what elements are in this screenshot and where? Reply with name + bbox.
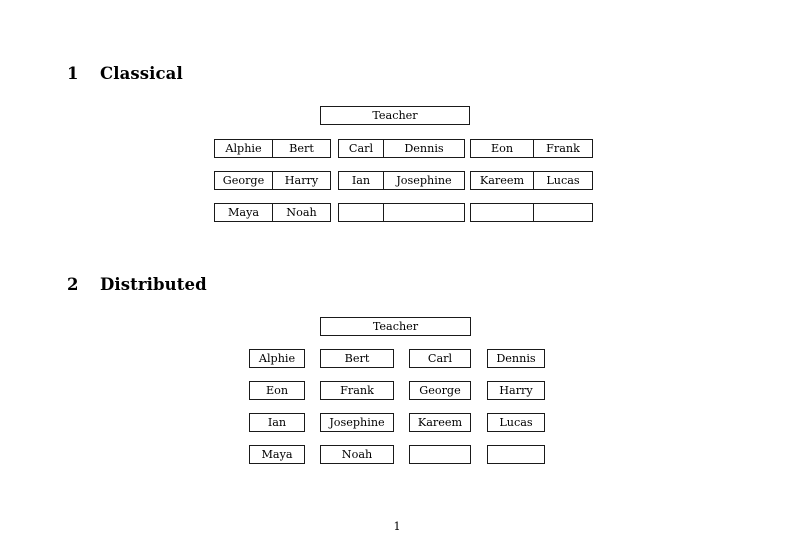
distributed-col-2-row-2: Frank <box>320 381 394 400</box>
student-cell: Frank <box>533 139 593 158</box>
table-row: Alphie <box>249 349 305 368</box>
table-row: Bert <box>320 349 394 368</box>
section-number: 2 <box>67 275 79 294</box>
distributed-col-1-row-1: Alphie <box>249 349 305 368</box>
page-number: 1 <box>393 520 401 533</box>
student-cell-empty <box>533 203 593 222</box>
table-row: Noah <box>320 445 394 464</box>
student-cell-empty <box>487 445 545 464</box>
table-row: George <box>409 381 471 400</box>
student-cell: Maya <box>249 445 305 464</box>
table-row: Carl Dennis <box>338 139 465 158</box>
student-cell: Eon <box>470 139 534 158</box>
table-row: Harry <box>487 381 545 400</box>
table-row: Josephine <box>320 413 394 432</box>
table-row: Eon <box>249 381 305 400</box>
student-cell: Dennis <box>487 349 545 368</box>
student-cell: Kareem <box>409 413 471 432</box>
student-cell-empty <box>470 203 534 222</box>
distributed-col-1-row-3: Ian <box>249 413 305 432</box>
table-row: Kareem <box>409 413 471 432</box>
student-cell: George <box>214 171 273 190</box>
student-cell: Ian <box>249 413 305 432</box>
table-row <box>338 203 465 222</box>
student-cell-empty <box>409 445 471 464</box>
classical-group-1-row-1: Alphie Bert <box>214 139 331 158</box>
student-cell: Noah <box>272 203 331 222</box>
student-cell: Noah <box>320 445 394 464</box>
student-cell: George <box>409 381 471 400</box>
student-cell-empty <box>338 203 384 222</box>
section-title: Classical <box>100 64 183 83</box>
section-heading-distributed: 2 Distributed <box>67 275 207 294</box>
classical-group-2-row-2: Ian Josephine <box>338 171 465 190</box>
table-row: Ian Josephine <box>338 171 465 190</box>
student-cell: Carl <box>409 349 471 368</box>
student-cell: Carl <box>338 139 384 158</box>
teacher-cell: Teacher <box>320 317 471 336</box>
table-row: Frank <box>320 381 394 400</box>
distributed-col-4-row-4 <box>487 445 545 464</box>
table-row <box>470 203 593 222</box>
student-cell: Harry <box>487 381 545 400</box>
table-row: Teacher <box>320 106 470 125</box>
distributed-col-2-row-1: Bert <box>320 349 394 368</box>
classical-group-1-row-2: George Harry <box>214 171 331 190</box>
distributed-col-4-row-1: Dennis <box>487 349 545 368</box>
student-cell: Eon <box>249 381 305 400</box>
table-row: Alphie Bert <box>214 139 331 158</box>
table-row: George Harry <box>214 171 331 190</box>
student-cell: Josephine <box>320 413 394 432</box>
distributed-col-2-row-4: Noah <box>320 445 394 464</box>
student-cell: Dennis <box>383 139 465 158</box>
table-row: Lucas <box>487 413 545 432</box>
teacher-cell: Teacher <box>320 106 470 125</box>
section-title: Distributed <box>100 275 207 294</box>
student-cell: Alphie <box>249 349 305 368</box>
classical-group-3-row-3 <box>470 203 593 222</box>
section-heading-classical: 1 Classical <box>67 64 183 83</box>
distributed-teacher-box: Teacher <box>320 317 471 336</box>
student-cell: Bert <box>272 139 331 158</box>
classical-group-2-row-3 <box>338 203 465 222</box>
table-row: Teacher <box>320 317 471 336</box>
distributed-col-1-row-2: Eon <box>249 381 305 400</box>
section-number: 1 <box>67 64 79 83</box>
student-cell: Frank <box>320 381 394 400</box>
distributed-col-3-row-4 <box>409 445 471 464</box>
table-row: Carl <box>409 349 471 368</box>
classical-teacher-box: Teacher <box>320 106 470 125</box>
table-row <box>409 445 471 464</box>
student-cell: Ian <box>338 171 384 190</box>
distributed-col-3-row-1: Carl <box>409 349 471 368</box>
student-cell: Lucas <box>533 171 593 190</box>
table-row: Eon Frank <box>470 139 593 158</box>
distributed-col-2-row-3: Josephine <box>320 413 394 432</box>
table-row: Ian <box>249 413 305 432</box>
distributed-col-3-row-3: Kareem <box>409 413 471 432</box>
student-cell: Lucas <box>487 413 545 432</box>
distributed-col-3-row-2: George <box>409 381 471 400</box>
distributed-col-4-row-2: Harry <box>487 381 545 400</box>
table-row: Maya Noah <box>214 203 331 222</box>
classical-group-3-row-1: Eon Frank <box>470 139 593 158</box>
table-row: Maya <box>249 445 305 464</box>
student-cell: Maya <box>214 203 273 222</box>
student-cell: Harry <box>272 171 331 190</box>
table-row <box>487 445 545 464</box>
student-cell: Bert <box>320 349 394 368</box>
distributed-col-4-row-3: Lucas <box>487 413 545 432</box>
classical-group-2-row-1: Carl Dennis <box>338 139 465 158</box>
student-cell-empty <box>383 203 465 222</box>
student-cell: Kareem <box>470 171 534 190</box>
classical-group-3-row-2: Kareem Lucas <box>470 171 593 190</box>
distributed-col-1-row-4: Maya <box>249 445 305 464</box>
table-row: Kareem Lucas <box>470 171 593 190</box>
table-row: Dennis <box>487 349 545 368</box>
student-cell: Josephine <box>383 171 465 190</box>
student-cell: Alphie <box>214 139 273 158</box>
classical-group-1-row-3: Maya Noah <box>214 203 331 222</box>
